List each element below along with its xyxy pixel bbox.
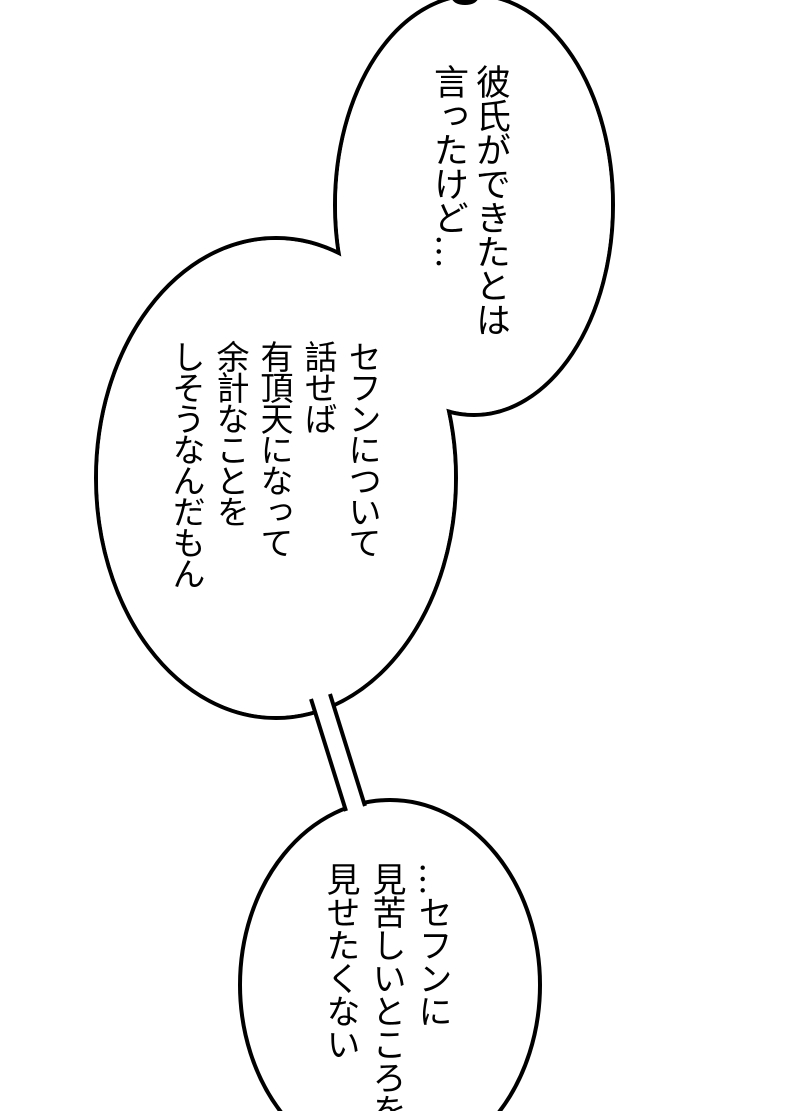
text-line: 見苦しいところを (366, 862, 406, 1111)
text-line: 話せば (299, 340, 338, 433)
text-line: …セフンに (412, 862, 452, 1027)
speech-bubble-middle-fill (98, 240, 454, 716)
text-line: 見せたくない (320, 862, 360, 1060)
speech-bubble-bottom-outline (238, 798, 542, 1111)
text-line: 言ったけど… (428, 64, 468, 268)
bubble-tail-left-line (309, 698, 348, 812)
speech-text-top: 彼氏ができたとは 言ったけど… (427, 64, 511, 384)
bubble-tail-right-line (328, 693, 367, 807)
text-line: セフンについて (343, 340, 382, 557)
bubble-tail-notch (452, 0, 478, 5)
speech-bubble-top-fill (337, 0, 611, 413)
text-line: 余計なことを (211, 340, 250, 526)
speech-text-bottom: …セフンに 見苦しいところを 見せたくない (317, 862, 455, 1111)
text-line: 彼氏ができたとは (470, 64, 510, 336)
speech-text-middle: セフンについて 話せば 有頂天になって 余計なことを しそうなんだもん (164, 340, 384, 650)
text-line: 有頂天になって (255, 340, 294, 557)
bubble-tail-channel-fill (311, 694, 365, 811)
text-line: しそうなんだもん (167, 340, 206, 588)
